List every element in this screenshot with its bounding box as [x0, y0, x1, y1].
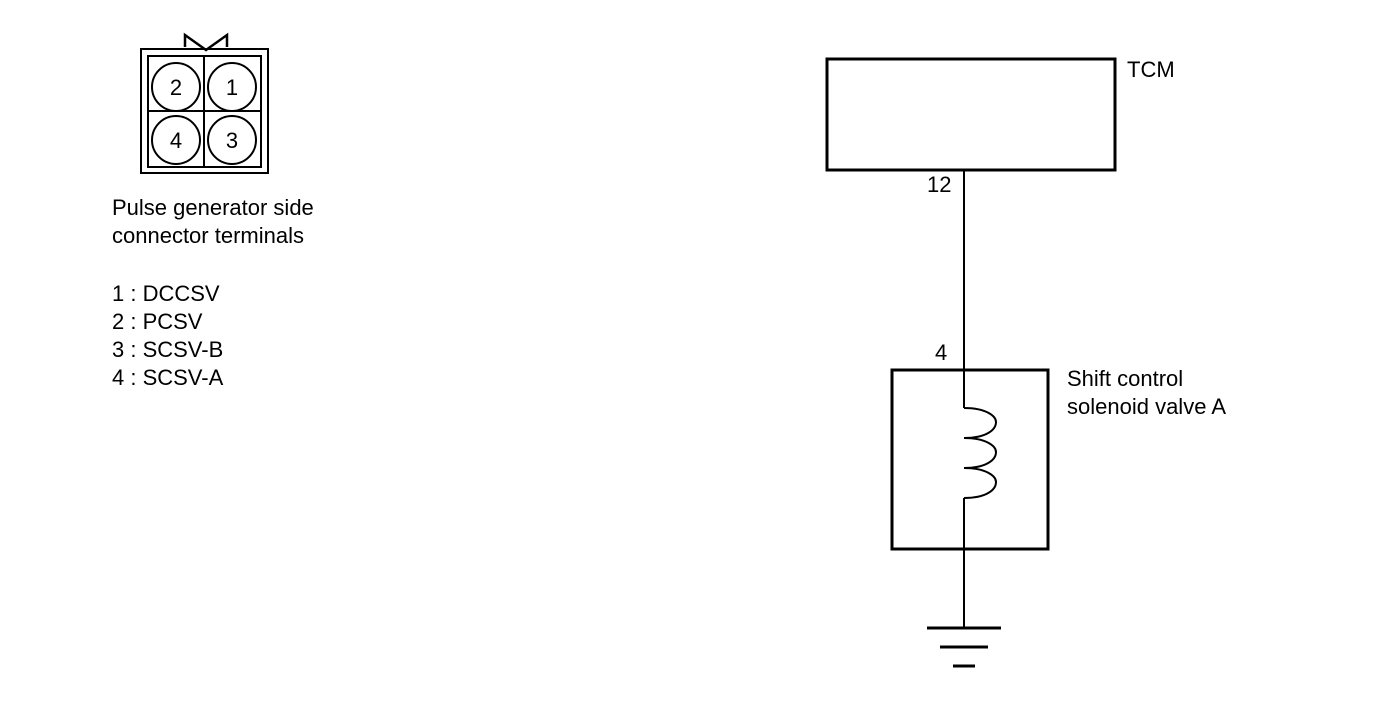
tcm-label: TCM — [1127, 57, 1175, 82]
connector-title-line2: connector terminals — [112, 223, 304, 248]
connector-pin-number: 1 — [226, 75, 238, 100]
connector-pin-number: 4 — [170, 128, 182, 153]
solenoid-terminal-label: 4 — [935, 340, 948, 365]
tcm-module-box — [825, 57, 1117, 172]
connector-pin-circle — [207, 62, 257, 112]
legend-item: 2 : PCSV — [112, 309, 203, 334]
legend-item: 1 : DCCSV — [112, 281, 220, 306]
connector-face: 2 1 4 3 — [140, 32, 269, 174]
legend-item: 3 : SCSV-B — [112, 337, 224, 362]
ground-icon — [927, 626, 1001, 668]
connector-pin-number: 3 — [226, 128, 238, 153]
tcm-terminal-label: 12 — [927, 172, 952, 197]
solenoid-coil-icon — [963, 407, 998, 499]
connector-pin-circle — [151, 115, 201, 165]
circuit-schematic — [825, 57, 1117, 668]
connector-pin-circle — [151, 62, 201, 112]
connector-latch-icon — [183, 32, 229, 52]
connector-housing-outer — [140, 48, 269, 174]
legend-item: 4 : SCSV-A — [112, 365, 224, 390]
connector-pin-circle — [207, 115, 257, 165]
connector-title-line1: Pulse generator side — [112, 195, 314, 220]
solenoid-label-line1: Shift control — [1067, 366, 1184, 391]
solenoid-box — [890, 368, 1050, 551]
solenoid-label-line2: solenoid valve A — [1067, 394, 1226, 419]
connector-pin-number: 2 — [170, 75, 182, 100]
